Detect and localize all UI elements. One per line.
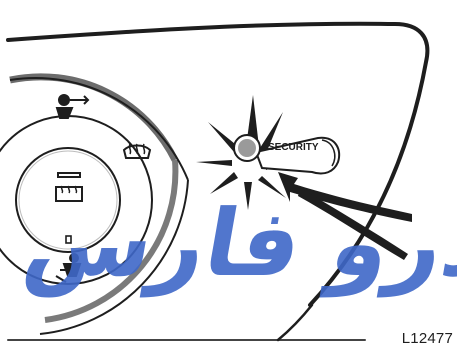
security-indicator-starburst: [196, 95, 300, 210]
face-vent-icon: [55, 94, 90, 119]
figure-code: L12477: [401, 330, 453, 347]
dashboard-panel-outline: [6, 21, 430, 342]
foot-vent-icon: [55, 253, 82, 283]
pointer-arrow: [278, 172, 412, 260]
rear-defrost-icon: [55, 172, 83, 244]
security-button: [254, 136, 341, 175]
security-label: SECURITY: [268, 142, 319, 153]
climate-control-dial: [0, 73, 189, 335]
security-indicator-light: [233, 134, 261, 162]
windshield-defrost-icon: [122, 143, 152, 159]
